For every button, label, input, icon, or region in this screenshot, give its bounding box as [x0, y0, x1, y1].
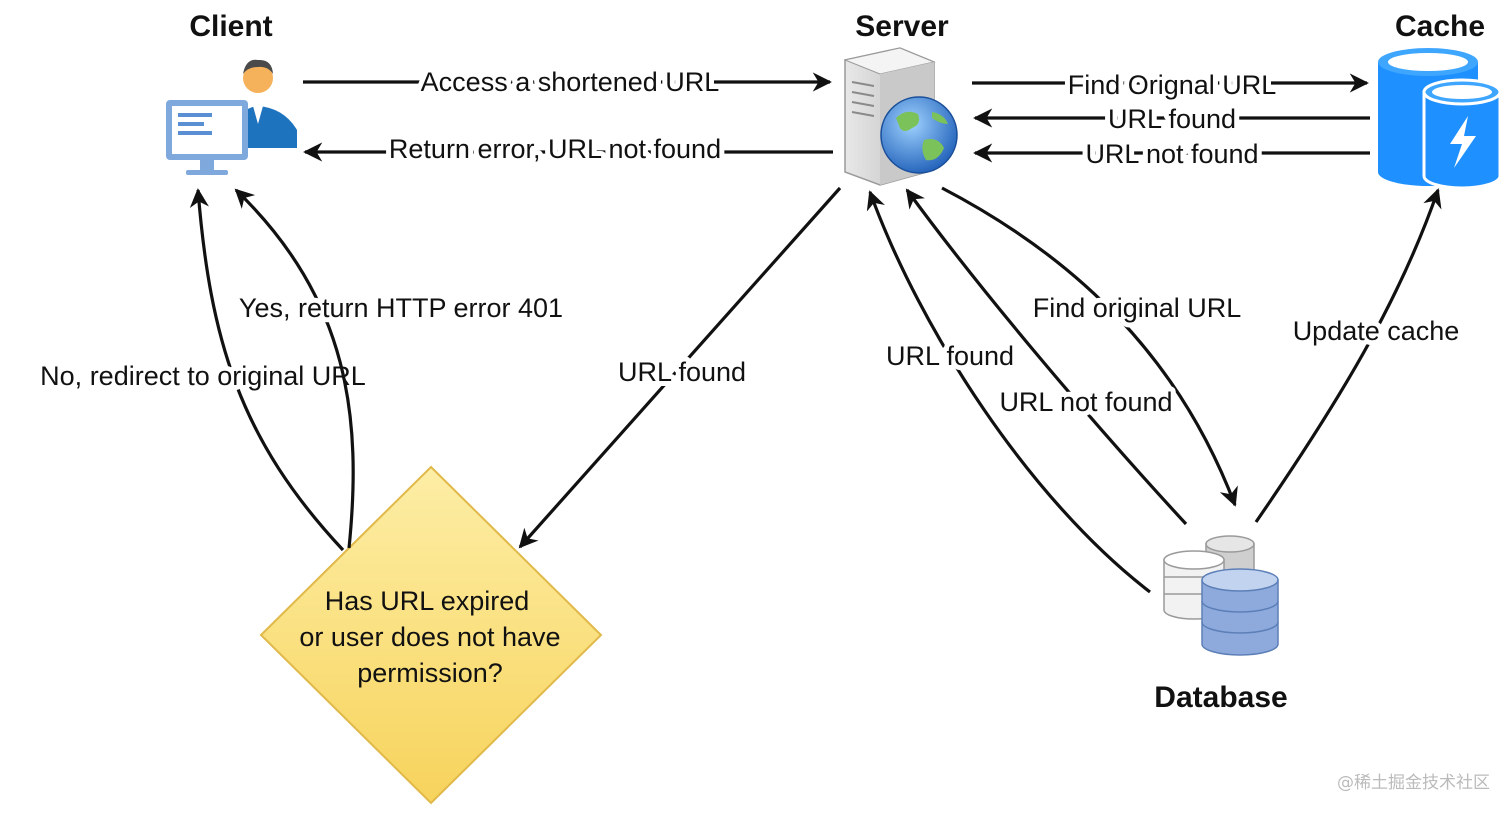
decision-line-1: Has URL expired: [325, 586, 530, 616]
client-icon: [166, 59, 297, 175]
edge-update-cache: Update cache: [1254, 188, 1464, 523]
cache-icon: [1378, 48, 1502, 190]
edge-update-cache-label: Update cache: [1293, 316, 1460, 346]
server-title: Server: [855, 10, 949, 43]
client-node: Client: [166, 10, 297, 175]
edge-db-found-label: URL found: [886, 341, 1014, 371]
server-icon: [843, 47, 958, 186]
database-title: Database: [1154, 681, 1287, 714]
edge-cache-found: URL found: [973, 99, 1370, 139]
edge-db-not-found: URL not found: [905, 188, 1188, 526]
edge-db-not-found-label: URL not found: [999, 387, 1172, 417]
edge-decision-yes-label: Yes, return HTTP error 401: [239, 293, 563, 323]
edge-cache-not-found-label: URL not found: [1085, 139, 1258, 169]
edge-server-to-db: Find original URL: [941, 186, 1246, 507]
server-node: Server: [843, 10, 958, 186]
edge-decision-yes: Yes, return HTTP error 401: [234, 188, 568, 549]
edge-find-cache-label: Find Orignal URL: [1068, 70, 1277, 100]
edge-return-error: Return error, URL not found: [303, 129, 833, 169]
edge-decision-no-label: No, redirect to original URL: [40, 361, 366, 391]
edge-db-found: URL found: [866, 190, 1151, 594]
edge-decision-no: No, redirect to original URL: [35, 188, 371, 552]
watermark-text: @稀土掘金技术社区: [1337, 773, 1490, 793]
edge-access-label: Access a shortened URL: [421, 67, 720, 97]
database-icon: [1163, 535, 1279, 656]
edge-return-error-label: Return error, URL not found: [389, 134, 721, 164]
edge-access: Access a shortened URL: [303, 62, 832, 102]
lightning-icon: [1450, 116, 1476, 168]
decision-line-3: permission?: [357, 658, 503, 688]
decision-node: Has URL expired or user does not have pe…: [259, 465, 603, 805]
decision-diamond: [259, 465, 603, 805]
decision-line-2: or user does not have: [299, 622, 560, 652]
edge-cache-not-found: URL not found: [973, 134, 1370, 174]
edge-server-to-decision: URL found: [518, 186, 842, 549]
edge-cache-found-label: URL found: [1108, 104, 1236, 134]
database-node: Database: [1154, 535, 1288, 714]
edge-server-to-db-label: Find original URL: [1033, 293, 1242, 323]
edge-server-to-decision-label: URL found: [618, 357, 746, 387]
cache-title: Cache: [1395, 10, 1485, 43]
edge-find-cache: Find Orignal URL: [972, 65, 1369, 105]
client-title: Client: [189, 10, 272, 43]
cache-node: Cache: [1378, 10, 1502, 190]
